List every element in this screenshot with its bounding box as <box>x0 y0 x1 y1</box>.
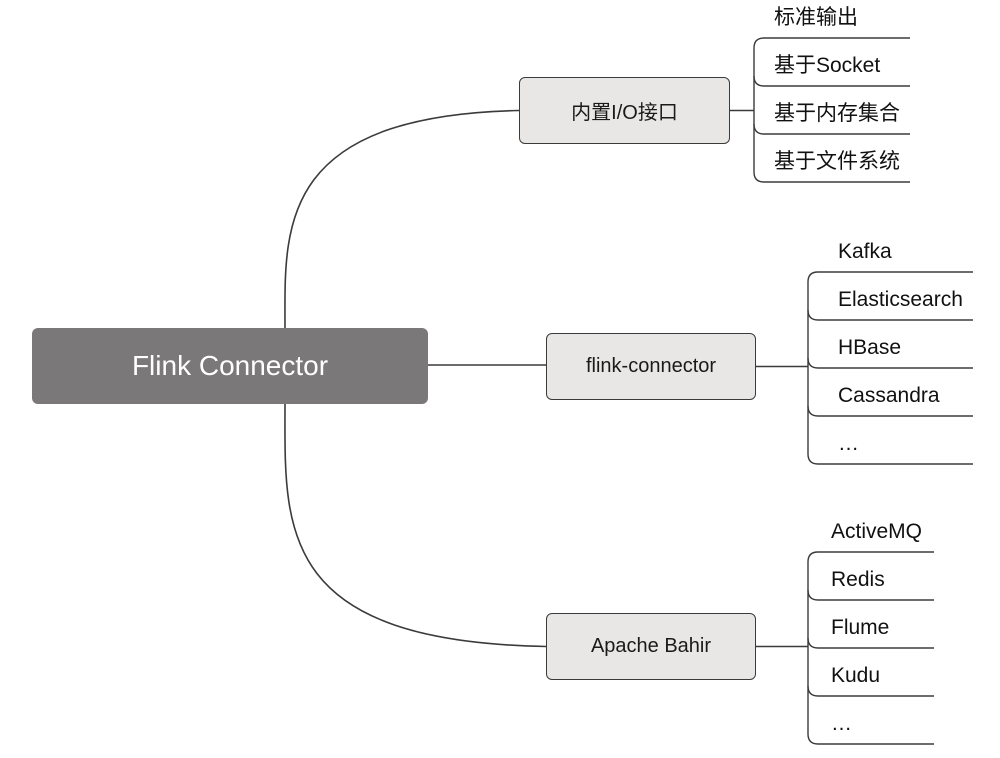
branch-node-bahir: Apache Bahir <box>546 613 756 680</box>
branch-node-label: 内置I/O接口 <box>571 102 678 124</box>
leaf-separator-bahir <box>808 686 934 696</box>
leaf-item-bahir: … <box>831 712 852 735</box>
leaf-item-flink-connector: Kafka <box>838 240 892 263</box>
leaf-item-flink-connector: HBase <box>838 336 902 359</box>
leaf-separator-bahir <box>808 590 934 600</box>
root-node: Flink Connector <box>32 328 428 404</box>
branch-node-builtin: 内置I/O接口 <box>519 77 730 144</box>
leaf-item-flink-connector: Elasticsearch <box>838 288 963 311</box>
leaf-separator-bahir <box>808 638 934 648</box>
leaf-separator-builtin <box>754 76 910 86</box>
leaf-separator-builtin <box>754 124 910 134</box>
leaf-item-flink-connector: … <box>838 432 859 455</box>
leaf-item-bahir: ActiveMQ <box>831 520 923 543</box>
root-node-label: Flink Connector <box>131 350 329 381</box>
root-arc-connector <box>285 111 546 647</box>
leaf-item-builtin: 基于文件系统 <box>774 150 900 173</box>
leaf-separator-flink-connector <box>808 358 973 368</box>
leaf-bracket-bahir <box>808 552 934 744</box>
leaf-item-flink-connector: Cassandra <box>838 384 940 407</box>
branch-node-label: Apache Bahir <box>590 635 712 657</box>
leaf-separator-flink-connector <box>808 310 973 320</box>
leaf-item-bahir: Redis <box>831 568 885 591</box>
leaf-item-bahir: Kudu <box>831 664 881 687</box>
branch-node-flink-connector: flink-connector <box>546 333 756 400</box>
leaf-item-builtin: 基于Socket <box>774 54 881 77</box>
branch-node-label: flink-connector <box>585 355 717 377</box>
leaf-item-builtin: 标准输出 <box>774 6 858 29</box>
leaf-item-bahir: Flume <box>831 616 890 639</box>
leaf-separator-flink-connector <box>808 406 973 416</box>
leaf-item-builtin: 基于内存集合 <box>774 102 900 125</box>
leaf-bracket-flink-connector <box>808 272 973 464</box>
leaf-bracket-builtin <box>754 38 910 182</box>
